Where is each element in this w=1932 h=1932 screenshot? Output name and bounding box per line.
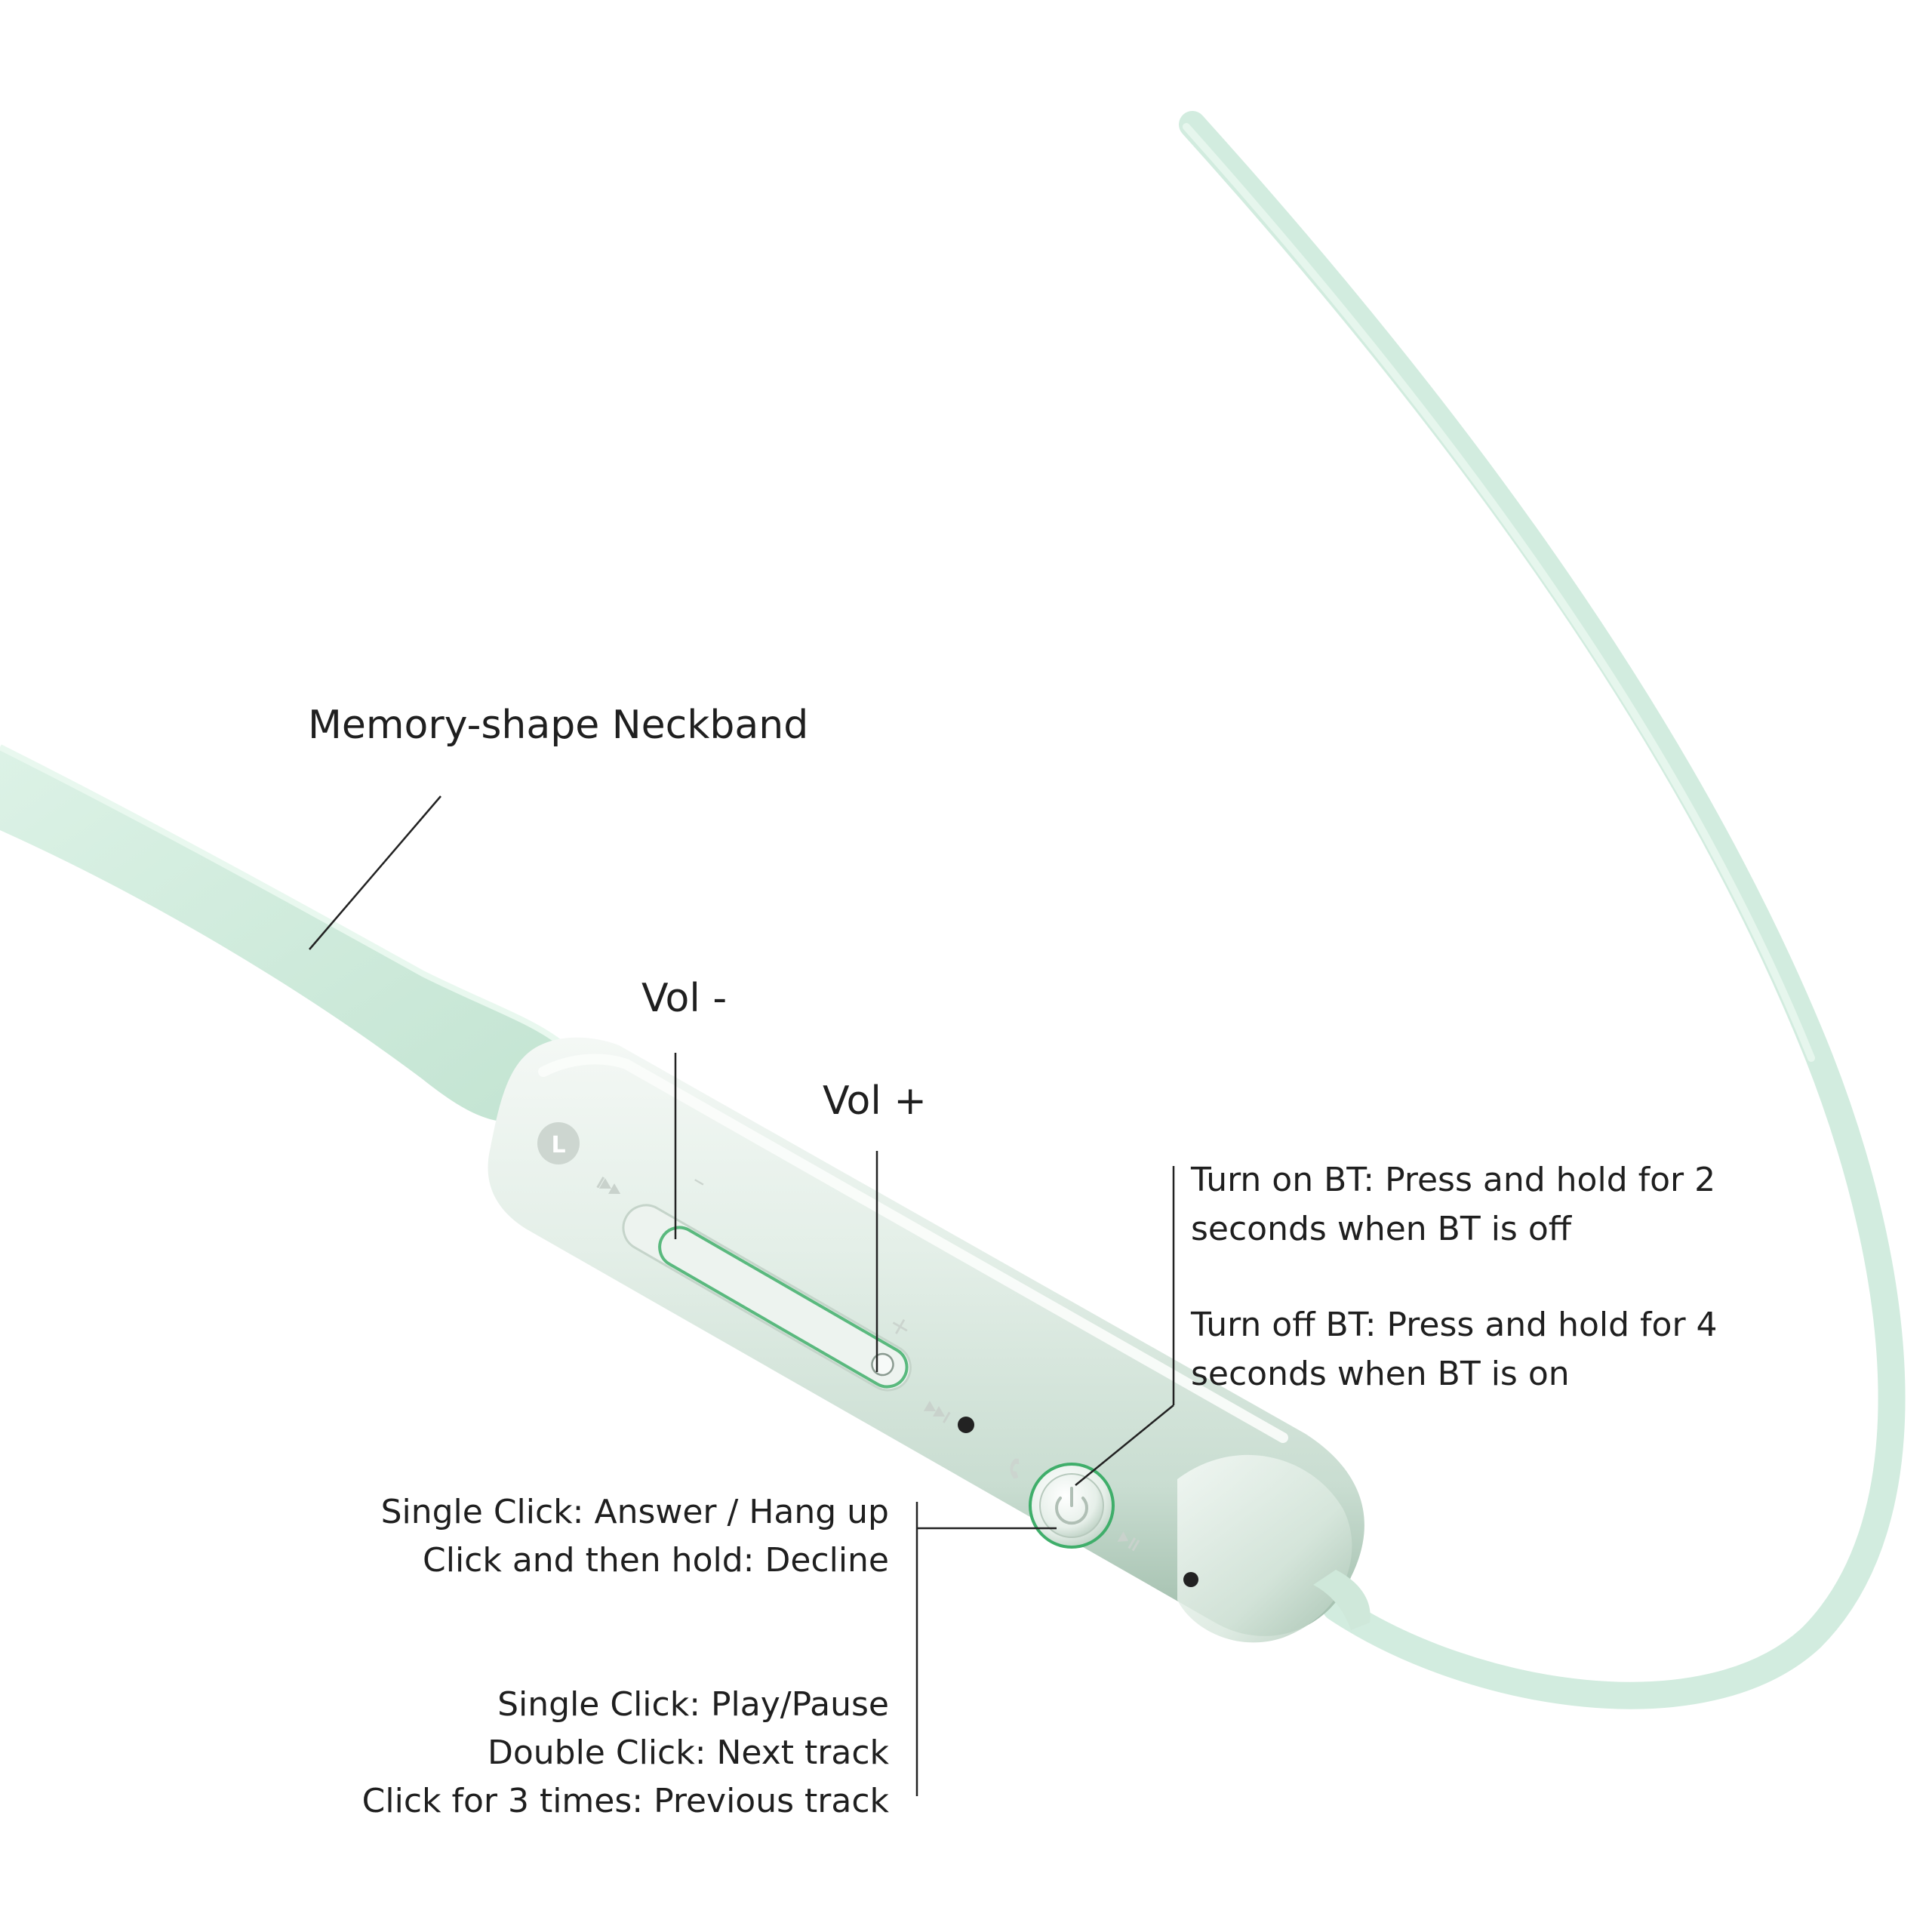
bt-on-label-line1: Turn on BT: Press and hold for 2 — [1190, 1161, 1715, 1199]
neckband — [0, 747, 558, 1122]
bt-on-label-line2: seconds when BT is off — [1191, 1210, 1573, 1248]
mic-hole-2-icon — [1183, 1572, 1198, 1587]
neckband-leader — [309, 795, 441, 950]
power-icon — [1055, 1487, 1088, 1525]
bt-off-label-line1: Turn off BT: Press and hold for 4 — [1190, 1306, 1718, 1344]
cable-strain-relief — [1313, 1570, 1371, 1630]
neckband-edge — [0, 744, 561, 1044]
volume-rocker-frame — [622, 1204, 912, 1392]
bt-off-label-line2: seconds when BT is on — [1191, 1355, 1570, 1393]
call-label-line1: Single Click: Answer / Hang up — [381, 1493, 889, 1531]
control-unit-top-highlight — [538, 1054, 1288, 1443]
media-label-line2: Double Click: Next track — [488, 1734, 890, 1772]
vol-minus-label: Vol - — [641, 976, 727, 1021]
control-unit: L – + — [488, 1037, 1371, 1643]
right-cable — [1179, 111, 1906, 1709]
prev-track-icon — [596, 1177, 621, 1194]
volume-rocker-glow — [658, 1226, 909, 1389]
phone-icon — [1010, 1458, 1020, 1479]
side-indicator-circle — [537, 1122, 580, 1164]
media-label-line1: Single Click: Play/Pause — [497, 1685, 889, 1724]
media-label-line3: Click for 3 times: Previous track — [362, 1782, 890, 1820]
call-label-line2: Click and then hold: Decline — [423, 1541, 889, 1580]
neckband-label: Memory-shape Neckband — [308, 703, 808, 748]
right-cable-highlight — [1183, 123, 1815, 1062]
bt-leader-diagonal — [1075, 1404, 1174, 1486]
side-indicator-letter: L — [551, 1132, 565, 1158]
mic-hole-icon — [958, 1417, 974, 1433]
control-unit-body — [488, 1037, 1364, 1636]
vol-plus-label: Vol + — [823, 1078, 927, 1124]
play-pause-icon — [1117, 1531, 1140, 1552]
control-unit-end-cap — [1177, 1454, 1352, 1643]
next-track-icon — [923, 1401, 951, 1423]
power-button[interactable] — [1029, 1463, 1115, 1549]
